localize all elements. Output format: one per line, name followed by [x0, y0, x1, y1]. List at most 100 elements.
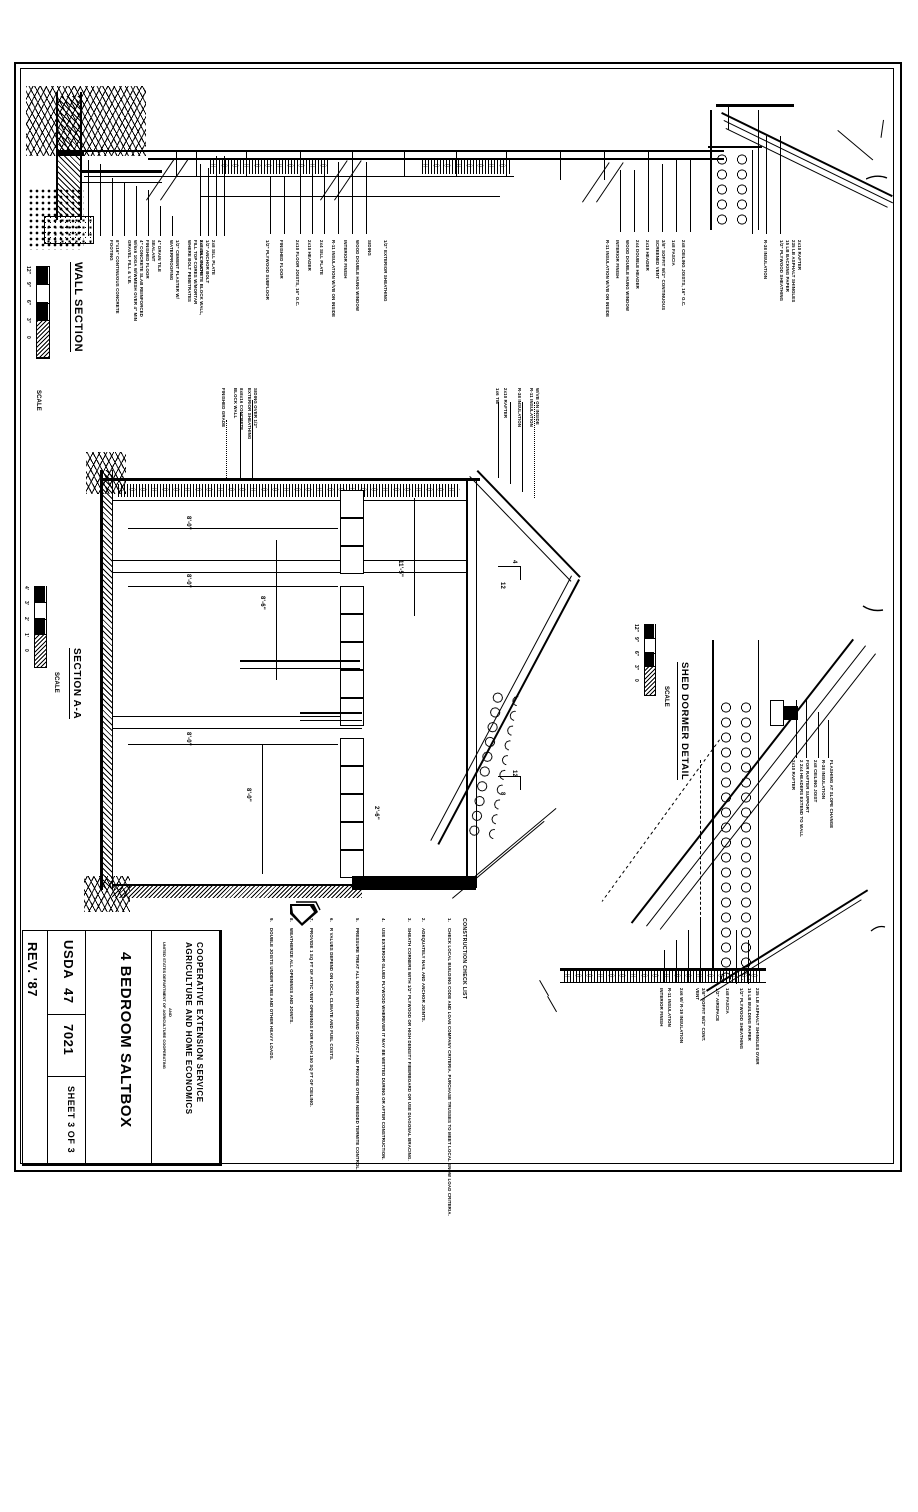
callout-text: FOR RAFTER SUPPORT [805, 760, 810, 813]
callout-text: 235 LB ASPHALT SHINGLES [791, 240, 796, 303]
checklist-number: 3. [407, 918, 412, 922]
checklist-number: 5. [355, 918, 360, 922]
callout-text: R-11 INSULATION [667, 988, 672, 1027]
callout-text: SCREENED VENT [655, 240, 660, 279]
callout-text: 4" CONCRETE SLAB REINFORCED [139, 240, 144, 318]
org-line1: COOPERATIVE EXTENSION SERVICE [195, 942, 204, 1103]
callout-text: 1/2" PLYWOOD SHEATHING [779, 240, 784, 302]
callout-text: 2x8 SILL PLATE [199, 240, 204, 276]
callout-text: 1x6 TIE [495, 388, 500, 405]
plan-title: 4 BEDROOM SALTBOX [117, 952, 134, 1128]
partition-1b [240, 668, 360, 669]
callout-text: FLASHING AT SLOPE CHANGE [829, 760, 834, 829]
plan-no-a: 47 [61, 988, 76, 1004]
callout-text: W/6x6 10GA W/WMESH OVER 4" MIN [133, 240, 138, 322]
partition-1 [240, 660, 360, 662]
callout-text: 2x10 HEADER [307, 240, 312, 271]
slab-hatch-bottom [112, 886, 362, 898]
title-block-rev-cell [22, 930, 48, 1164]
callout-text: 15 LB BUILDING PAPER [747, 988, 752, 1041]
callout-text: 2 2x4 HEADERS EXTEND TO WALL [799, 760, 804, 838]
wall-section-scale-label: SCALE [35, 390, 41, 411]
dormer-ceiling-line [560, 968, 766, 971]
callout-text: 1/2" PLYWOOD SUBFLOOR [265, 240, 270, 301]
first-floor-line-b [112, 728, 362, 729]
checklist-number: 6. [329, 918, 334, 922]
callout-text: FINISHED GRADE [221, 388, 226, 428]
dormer-wall-left [712, 640, 714, 970]
slab-line-aa [112, 884, 362, 886]
callout-text: FOOTING [109, 240, 114, 261]
dim-line-3 [128, 744, 338, 745]
scale-tick: 6" [25, 300, 31, 306]
callout-text: WHERE BOLT PENETRATES [187, 240, 192, 303]
callout-text: R-38 INSULATION [763, 240, 768, 280]
registration-tick-bottom [870, 920, 886, 932]
floor-deck-bottom [84, 176, 514, 177]
scale-tick: 3' [23, 601, 29, 606]
slope-number: 12 [499, 582, 505, 590]
checklist-text: PROVIDE 1 SQ FT OF ATTIC VENT OPENINGS F… [309, 928, 314, 1108]
callout-text: FILL TOP CORES W/MORTAR [193, 240, 198, 305]
dormer-ceiling-line-2 [560, 982, 766, 983]
callout-text: FINISHED FLOOR [145, 240, 150, 279]
slope-number: 4 [511, 560, 517, 564]
dimension-text: 8'-6" [259, 596, 265, 610]
callout-text: SIDING [367, 240, 372, 256]
callout-text: 1/2" ANCHOR BOLT [205, 240, 210, 284]
registration-tick-top [865, 168, 888, 180]
title-block-plan-cell [84, 930, 152, 1164]
checklist-text: PRESSURE TREAT ALL WOOD WITH GROUND CONT… [355, 928, 360, 1171]
dim-line-6 [414, 498, 415, 616]
callout-text: 8"x16" CONTINUOUS CONCRETE [115, 240, 120, 314]
right-wall-sill [352, 876, 476, 890]
scale-tick: 2' [23, 617, 29, 622]
ceiling-joist-line [112, 500, 468, 501]
callout-text: 2x8 CEILING JOIST [813, 760, 818, 803]
slope-change-dashed [700, 760, 701, 920]
dormer-header-block [782, 706, 798, 720]
callout-text: 2x10 RAFTER [791, 760, 796, 791]
scale-tick: 12" [25, 266, 31, 275]
callout-text: 2x6 W/ R-19 INSULATION [679, 988, 684, 1044]
callout-text: VENT [695, 988, 700, 1001]
callout-text: 2x4 SILL PLATE [319, 240, 324, 276]
callout-text: GRAVEL FILL & V.B. [127, 240, 132, 285]
footing-concrete [44, 216, 94, 244]
ceiling-line [200, 196, 500, 197]
revision-label: REV. '87 [25, 942, 40, 998]
second-floor-line [112, 560, 468, 561]
foundation-wall-hatch [56, 96, 80, 216]
sill-plate-block [58, 150, 84, 156]
callout-text: 2x4 DOUBLE HEADER [635, 240, 640, 289]
callout-text: FINISHED FLOOR [279, 240, 284, 279]
and-label: AND [168, 1008, 173, 1017]
callout-text: R-38 INSULATION [517, 388, 522, 428]
title-block: COOPERATIVE EXTENSION SERVICE AGRICULTUR… [22, 930, 222, 1166]
slope-triangle-2 [498, 776, 520, 777]
agency-label: USDA [61, 940, 76, 980]
callout-text: 1x8 FASCIA [671, 240, 676, 266]
checklist-number: 9. [269, 918, 274, 922]
roof-deck-line [100, 478, 480, 481]
checklist-text: ADEQUATELY NAIL AND ANCHOR JOINTS. [421, 928, 426, 1023]
eave-wall-line-2 [758, 110, 759, 230]
callout-text: WOOD DOUBLE HUNG WINDOW [625, 240, 630, 312]
callout-text: SEALANT [151, 240, 156, 262]
slope-triangle-2b [520, 776, 521, 790]
sheet-border-inner [20, 68, 894, 1164]
callout-text: INTERIOR FINISH [343, 240, 348, 279]
dim-line-2 [128, 586, 338, 587]
callout-text: W/VB ON INSIDE [535, 388, 540, 425]
callout-text: 8x8x16 CONCRETE [239, 388, 244, 431]
scale-tick: 6" [633, 651, 639, 657]
roof-ridge-board [716, 104, 794, 107]
dormer-rafter-block [770, 700, 784, 726]
checklist-text: SHEATH CORNERS WITH 1/2" PLYWOOD OR HIGH… [407, 928, 412, 1161]
callout-text: 2x10 FLOOR JOISTS, 16" O.C. [295, 240, 300, 307]
org-line3: UNITED STATES DEPARTMENT OF AGRICULTURE … [162, 942, 167, 1069]
dimension-text: 2'-6" [373, 806, 379, 820]
callout-text: 1/2" PLYWOOD SHEATHING [739, 988, 744, 1050]
callout-text: 235 LB ASPHALT SHINGLES OVER [755, 988, 760, 1065]
wall-section-title: WALL SECTION [70, 262, 84, 353]
